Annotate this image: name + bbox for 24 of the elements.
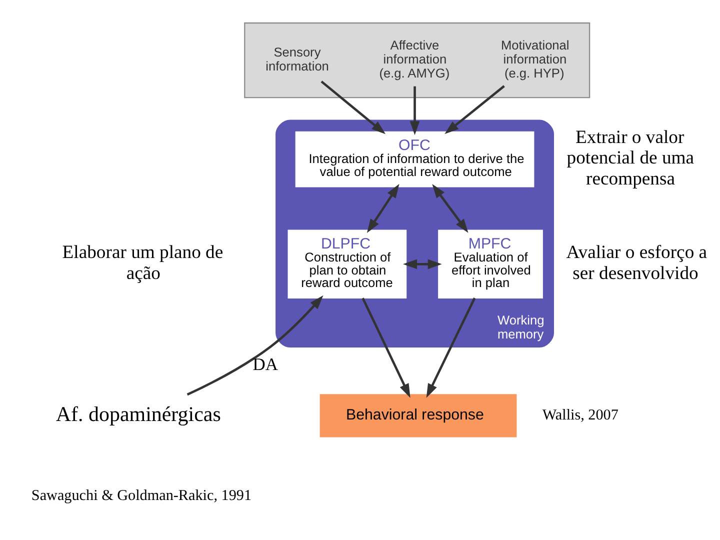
node-label: Extrair o valor potencial de uma recompensa bbox=[566, 126, 694, 190]
arrow bbox=[410, 86, 420, 136]
node-box: MPFC Evaluation of effort involved in plan bbox=[438, 230, 543, 299]
label: Sawaguchi & Goldman-Rakic, 1991 bbox=[31, 488, 252, 504]
label: Wallis, 2007 bbox=[542, 408, 618, 424]
node-label: Elaborar um plano de ação bbox=[62, 242, 224, 284]
node-text: Sensory information bbox=[266, 44, 329, 74]
node-text: Motivational information (e.g. HYP) bbox=[500, 38, 570, 81]
arrow bbox=[366, 184, 400, 234]
arrow bbox=[432, 184, 468, 233]
arrow bbox=[362, 298, 410, 398]
node-box: OFC Integration of information to derive the value of potential reward outcome bbox=[295, 131, 534, 188]
node-text: Af. dopaminérgicas bbox=[56, 402, 221, 426]
arrow bbox=[444, 85, 505, 134]
node-box: DLPFC Construction of plan to obtain reward outcome bbox=[288, 230, 407, 299]
node-box: Behavioral response bbox=[320, 394, 517, 438]
arrow bbox=[426, 298, 476, 398]
arrow bbox=[186, 295, 324, 396]
node-label: Avaliar o esforço a ser desenvolvido bbox=[566, 242, 708, 284]
cluster bbox=[244, 22, 590, 98]
arrow bbox=[403, 259, 442, 270]
arrow bbox=[320, 80, 386, 134]
node-text: Affective information (e.g. AMYG) bbox=[379, 38, 450, 81]
edge-label: DA bbox=[252, 354, 278, 374]
